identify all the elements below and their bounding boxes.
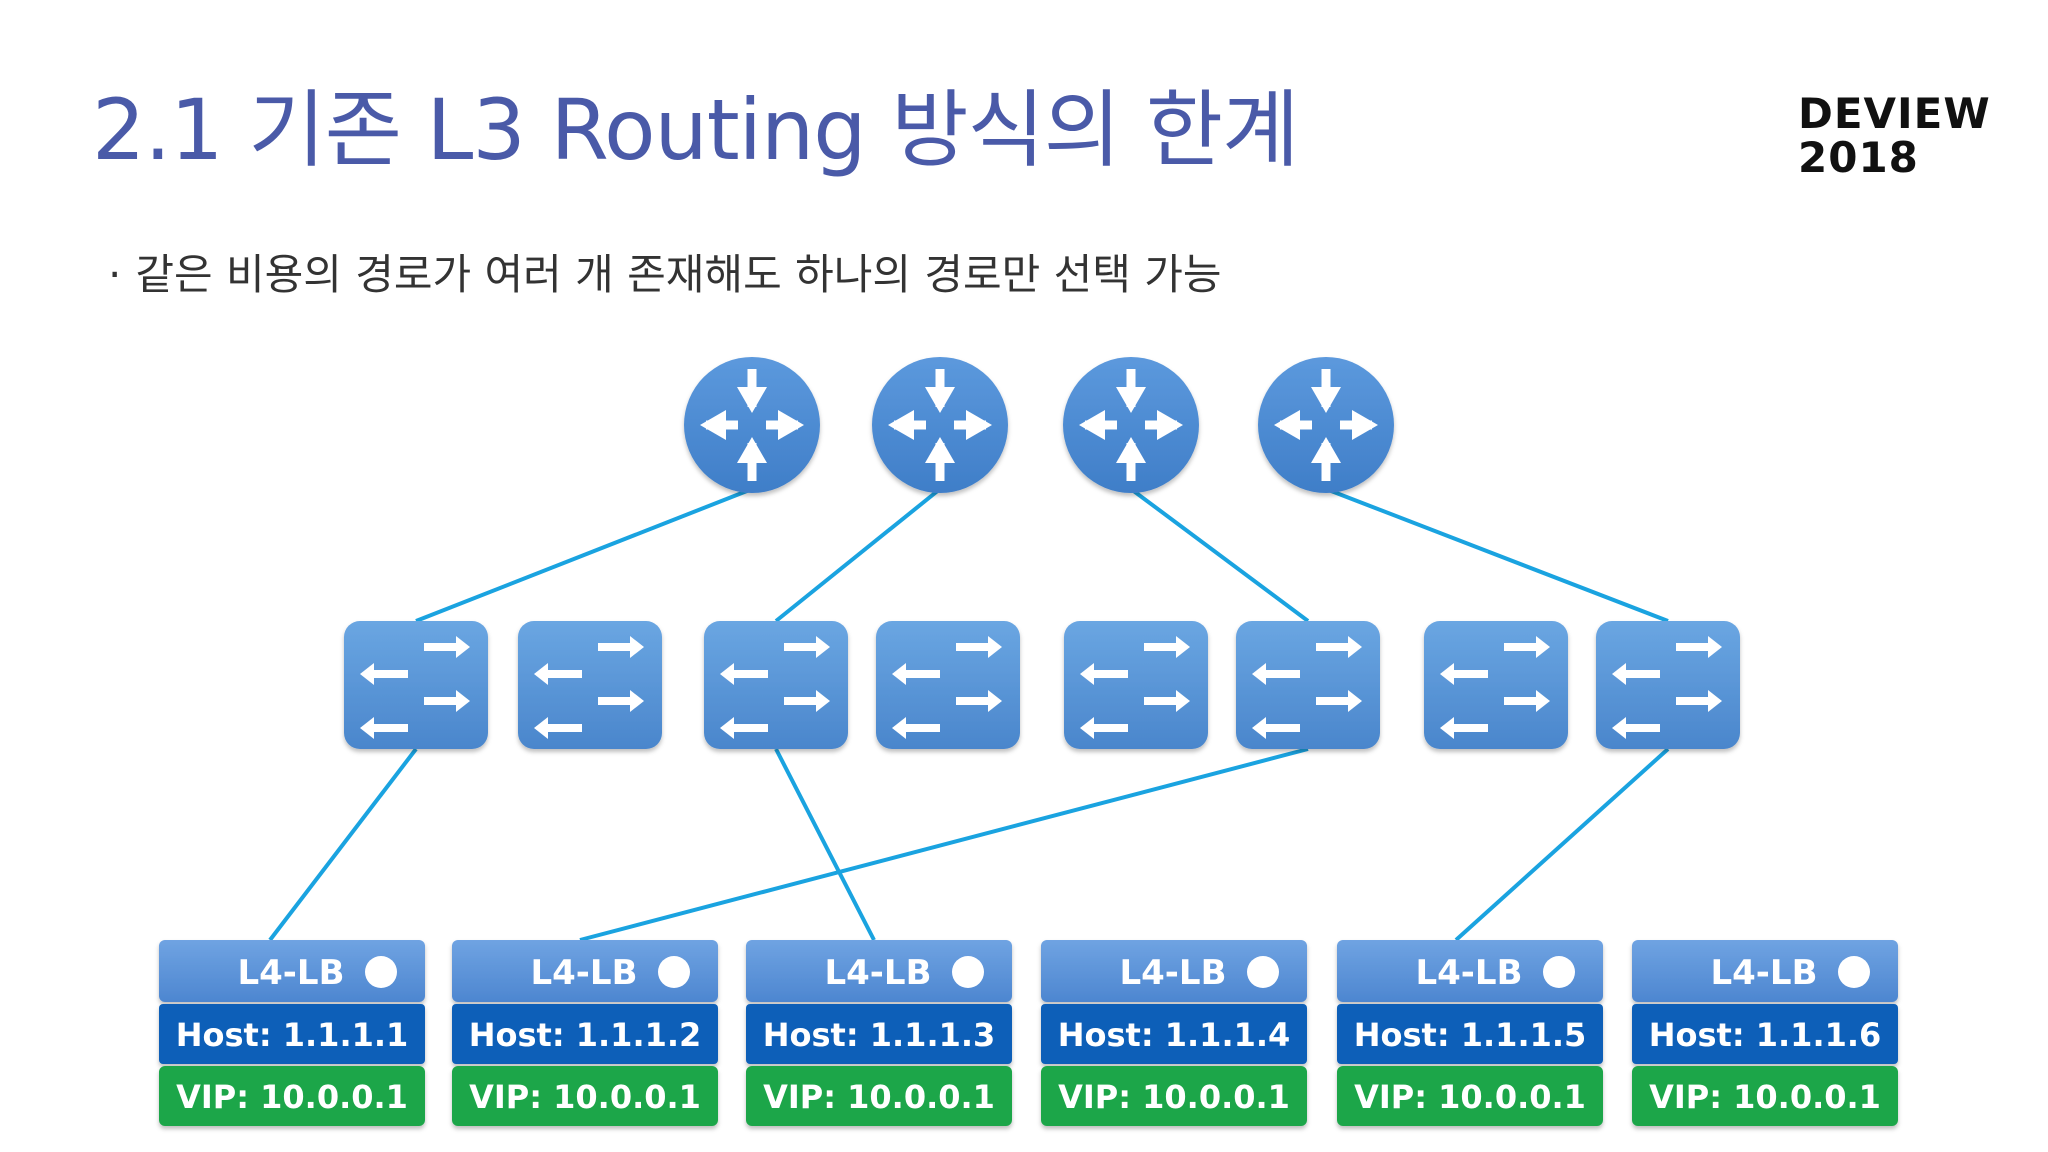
switch-7-icon: [1424, 621, 1568, 749]
router-4-icon: [1258, 357, 1394, 493]
vip-bar: [746, 1066, 1012, 1126]
switch-8-icon: [1596, 621, 1740, 749]
lb-label: L4-LB: [237, 953, 344, 993]
vip-address: VIP: 10.0.0.1: [1649, 1078, 1881, 1116]
deview-logo: DEVIEW 2018: [1798, 92, 1991, 180]
link-router-1-switch-1: [415, 487, 753, 623]
link-switch-3-lb-3: [774, 748, 876, 941]
switch-1-icon: [344, 621, 488, 749]
host-bar: [746, 1004, 1012, 1064]
host-bar: [1337, 1004, 1603, 1064]
lb-label: L4-LB: [1119, 953, 1226, 993]
lb-header: [1337, 940, 1603, 1002]
host-bar: [1632, 1004, 1898, 1064]
vip-address: VIP: 10.0.0.1: [1058, 1078, 1290, 1116]
bullet-marker: ·: [108, 250, 122, 299]
bullet-text: 같은 비용의 경로가 여러 개 존재해도 하나의 경로만 선택 가능: [135, 250, 1222, 299]
link-router-3-switch-6: [1129, 487, 1310, 623]
vip-bar: [159, 1066, 425, 1126]
lb-header: [746, 940, 1012, 1002]
link-router-2-switch-3: [774, 487, 942, 623]
link-switch-1-lb-1: [268, 747, 418, 942]
router-1-icon: [684, 357, 820, 493]
host-address: Host: 1.1.1.2: [469, 1016, 702, 1054]
host-address: Host: 1.1.1.4: [1058, 1016, 1291, 1054]
vip-address: VIP: 10.0.0.1: [763, 1078, 995, 1116]
router-3-icon: [1063, 357, 1199, 493]
link-switch-6-lb-2: [579, 747, 1309, 942]
status-circle-icon: [365, 956, 397, 988]
link-router-4-switch-8: [1325, 487, 1669, 623]
lb-label: L4-LB: [824, 953, 931, 993]
slide-title: 2.1 기존 L3 Routing 방식의 한계: [92, 81, 1299, 179]
vip-bar: [452, 1066, 718, 1126]
logo-line-1: DEVIEW: [1798, 89, 1991, 138]
bullet-point: ·같은 비용의 경로가 여러 개 존재해도 하나의 경로만 선택 가능: [108, 254, 1222, 296]
switches-layer: [344, 621, 1740, 749]
lb-label: L4-LB: [530, 953, 637, 993]
vip-bar: [1041, 1066, 1307, 1126]
lb-label: L4-LB: [1415, 953, 1522, 993]
lb-header: [452, 940, 718, 1002]
switch-5-icon: [1064, 621, 1208, 749]
host-address: Host: 1.1.1.1: [176, 1016, 409, 1054]
vip-address: VIP: 10.0.0.1: [469, 1078, 701, 1116]
lb-label: L4-LB: [1710, 953, 1817, 993]
host-address: Host: 1.1.1.3: [763, 1016, 996, 1054]
status-circle-icon: [658, 956, 690, 988]
host-bar: [159, 1004, 425, 1064]
router-2-icon: [872, 357, 1008, 493]
status-circle-icon: [1543, 956, 1575, 988]
host-address: Host: 1.1.1.5: [1354, 1016, 1587, 1054]
switch-6-icon: [1236, 621, 1380, 749]
host-bar: [1041, 1004, 1307, 1064]
vip-address: VIP: 10.0.0.1: [1354, 1078, 1586, 1116]
link-switch-8-lb-5: [1454, 747, 1670, 942]
status-circle-icon: [1838, 956, 1870, 988]
logo-line-2: 2018: [1798, 133, 1919, 182]
lb-header: [1041, 940, 1307, 1002]
vip-bar: [1337, 1066, 1603, 1126]
switch-4-icon: [876, 621, 1020, 749]
switch-3-icon: [704, 621, 848, 749]
links-layer: [268, 487, 1670, 942]
status-circle-icon: [952, 956, 984, 988]
vip-bar: [1632, 1066, 1898, 1126]
routers-layer: [684, 357, 1394, 493]
vip-address: VIP: 10.0.0.1: [176, 1078, 408, 1116]
host-bar: [452, 1004, 718, 1064]
status-circle-icon: [1247, 956, 1279, 988]
lb-header: [1632, 940, 1898, 1002]
lb-header: [159, 940, 425, 1002]
switch-2-icon: [518, 621, 662, 749]
host-address: Host: 1.1.1.6: [1649, 1016, 1882, 1054]
